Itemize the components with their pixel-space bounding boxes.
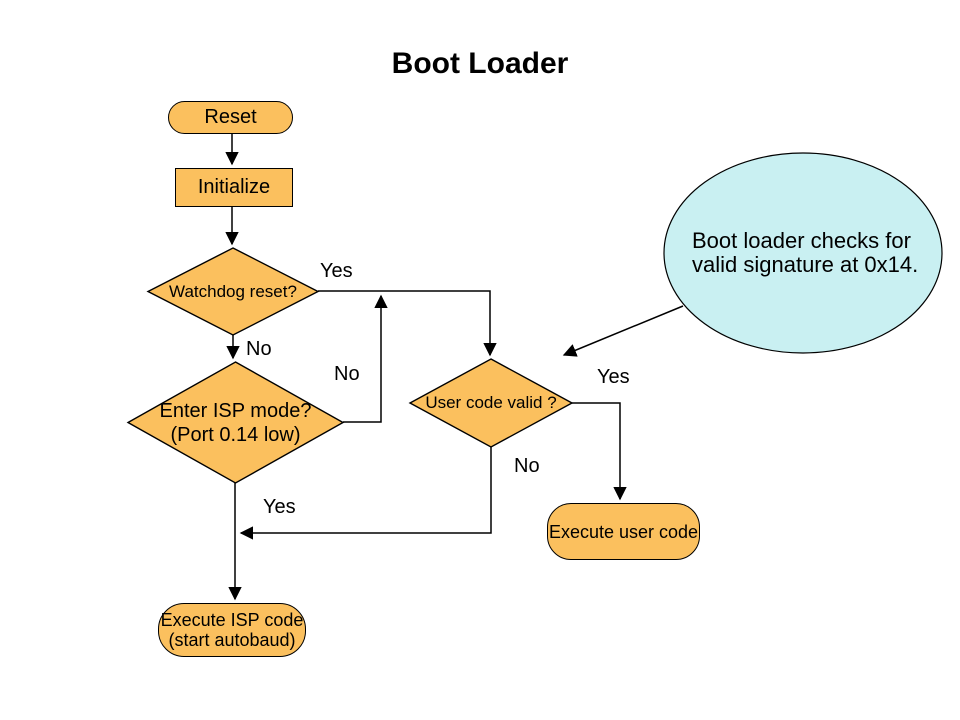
node-execute-isp-code: Execute ISP code (start autobaud): [158, 603, 306, 657]
label-user-no: No: [514, 455, 540, 477]
node-reset-label: Reset: [204, 106, 257, 128]
page-title: Boot Loader: [391, 47, 569, 80]
user-code-decision-shape: [408, 358, 574, 448]
node-reset: Reset: [168, 101, 293, 134]
label-isp-yes: Yes: [263, 496, 296, 518]
callout-note-line1: Boot loader checks for: [692, 228, 911, 253]
edge-callout-pointer: [562, 305, 684, 357]
callout-ellipse: [663, 152, 943, 354]
node-execute-isp-line1: Execute ISP code: [160, 610, 304, 630]
node-execute-isp-line2: (start autobaud): [168, 630, 296, 650]
label-watchdog-no: No: [246, 338, 272, 360]
edge-usercode-yes-to-execute-user: [572, 402, 627, 501]
node-execute-user-code-label: Execute user code: [548, 521, 699, 542]
isp-mode-decision-shape: [126, 361, 345, 484]
edge-watchdog-yes-to-usercode: [318, 290, 497, 357]
node-execute-user-code: Execute user code: [547, 503, 700, 560]
node-initialize-label: Initialize: [197, 176, 271, 198]
label-user-yes: Yes: [597, 366, 630, 388]
callout-note-line2: valid signature at 0x14.: [692, 252, 919, 277]
edge-usercode-no-to-isp-path: [239, 447, 492, 540]
label-watchdog-yes: Yes: [320, 260, 353, 282]
watchdog-decision-shape: [146, 247, 320, 336]
label-isp-no: No: [334, 363, 360, 385]
node-initialize: Initialize: [175, 168, 293, 207]
callout-note: Boot loader checks for valid signature a…: [692, 229, 932, 277]
edge-isp-no-loopback: [343, 294, 388, 423]
